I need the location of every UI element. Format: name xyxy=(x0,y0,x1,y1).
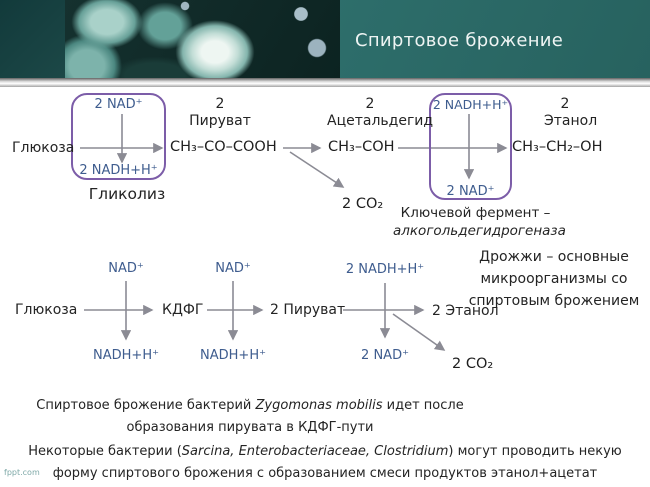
p1-pyruvate-name: Пируват xyxy=(189,113,251,129)
p2-step2-nadh: NADH+H⁺ xyxy=(200,348,266,363)
p1-acetaldehyde-name: Ацетальдегид xyxy=(327,113,434,129)
slide-title: Спиртовое брожение xyxy=(355,30,564,51)
p1-co2-label: 2 CO₂ xyxy=(342,196,384,212)
zygomonas-note-line2: образования пирувата в КДФГ-пути xyxy=(126,420,374,435)
p1-box1-nad: 2 NAD⁺ xyxy=(94,97,143,112)
nad-regeneration-box-1 xyxy=(71,93,166,180)
p2-pyruvate-label: 2 Пируват xyxy=(270,302,346,318)
bacteria-note: Некоторые бактерии (Sarcina, Enterobacte… xyxy=(0,441,650,485)
p1-acetaldehyde-formula: CH₃–COH xyxy=(328,139,395,155)
p2-step2-nad: NAD⁺ xyxy=(215,261,251,276)
yeast-note-line1: Дрожжи – основные xyxy=(479,249,629,265)
fppt-watermark: fppt.com xyxy=(4,468,40,477)
bacteria-note-line2: форму спиртового брожения с образованием… xyxy=(52,466,598,481)
header-left-band xyxy=(0,0,65,78)
p1-ethanol-count: 2 xyxy=(560,96,570,112)
header-bar: Спиртовое брожение xyxy=(0,0,650,78)
bacteria-post: ) могут проводить некую xyxy=(448,444,622,459)
p1-box2-nadh: 2 NADH+H⁺ xyxy=(432,97,509,112)
zygomonas-species: Zygomonas mobilis xyxy=(255,398,383,413)
p1-ethanol-name: Этанол xyxy=(544,113,598,129)
p1-box1-nadh: 2 NADH+H⁺ xyxy=(79,163,158,178)
p2-step1-nad: NAD⁺ xyxy=(108,261,144,276)
header-divider-bar xyxy=(0,78,650,87)
yeast-note-line2: микроорганизмы со xyxy=(480,271,628,287)
p2-step1-nadh: NADH+H⁺ xyxy=(93,348,159,363)
yeast-note-line3: спиртовым брожением xyxy=(468,293,640,309)
arrow-pyruvate-to-co2 xyxy=(289,151,345,188)
yeast-note: Дрожжи – основные микроорганизмы со спир… xyxy=(458,246,650,312)
bacteria-pre: Некоторые бактерии ( xyxy=(28,444,182,459)
p1-acetaldehyde-count: 2 xyxy=(365,96,375,112)
p1-pyruvate-formula: CH₃–CO–COOH xyxy=(170,139,277,155)
zygomonas-note: Спиртовое брожение бактерий Zygomonas mo… xyxy=(0,395,500,439)
arrow-pyruvate2-to-co2 xyxy=(392,313,446,351)
p2-glucose-label: Глюкоза xyxy=(15,302,78,318)
zygomonas-pre: Спиртовое брожение бактерий xyxy=(36,398,256,413)
microbes-sem-image xyxy=(65,0,340,78)
zygomonas-post: идет после xyxy=(382,398,464,413)
p1-glucose-label: Глюкоза xyxy=(12,140,75,156)
p1-ethanol-formula: CH₃–CH₂–OH xyxy=(512,139,603,155)
zygomonas-note-line1: Спиртовое брожение бактерий Zygomonas mo… xyxy=(0,395,500,417)
p2-step3-nadh: 2 NADH+H⁺ xyxy=(345,262,425,277)
p2-co2-label: 2 CO₂ xyxy=(452,356,494,372)
nad-regeneration-box-2 xyxy=(429,93,512,200)
bacteria-genera: Sarcina, Enterobacteriaceae, Clostridium xyxy=(181,444,449,459)
p2-kdpg-label: КДФГ xyxy=(162,302,204,318)
key-enzyme-label: Ключевой фермент – xyxy=(400,205,551,221)
key-enzyme-note: Ключевой фермент – алкогольдегидрогеназа xyxy=(393,204,566,240)
key-enzyme-name: алкогольдегидрогеназа xyxy=(393,223,566,239)
bacteria-note-line1: Некоторые бактерии (Sarcina, Enterobacte… xyxy=(0,441,650,463)
p1-box2-nad: 2 NAD⁺ xyxy=(446,184,495,199)
p1-glycolysis-label: Гликолиз xyxy=(88,185,166,203)
p1-pyruvate-count: 2 xyxy=(215,96,225,112)
p2-ethanol-label: 2 Этанол xyxy=(432,303,499,319)
p2-step3-nad: 2 NAD⁺ xyxy=(361,348,409,363)
